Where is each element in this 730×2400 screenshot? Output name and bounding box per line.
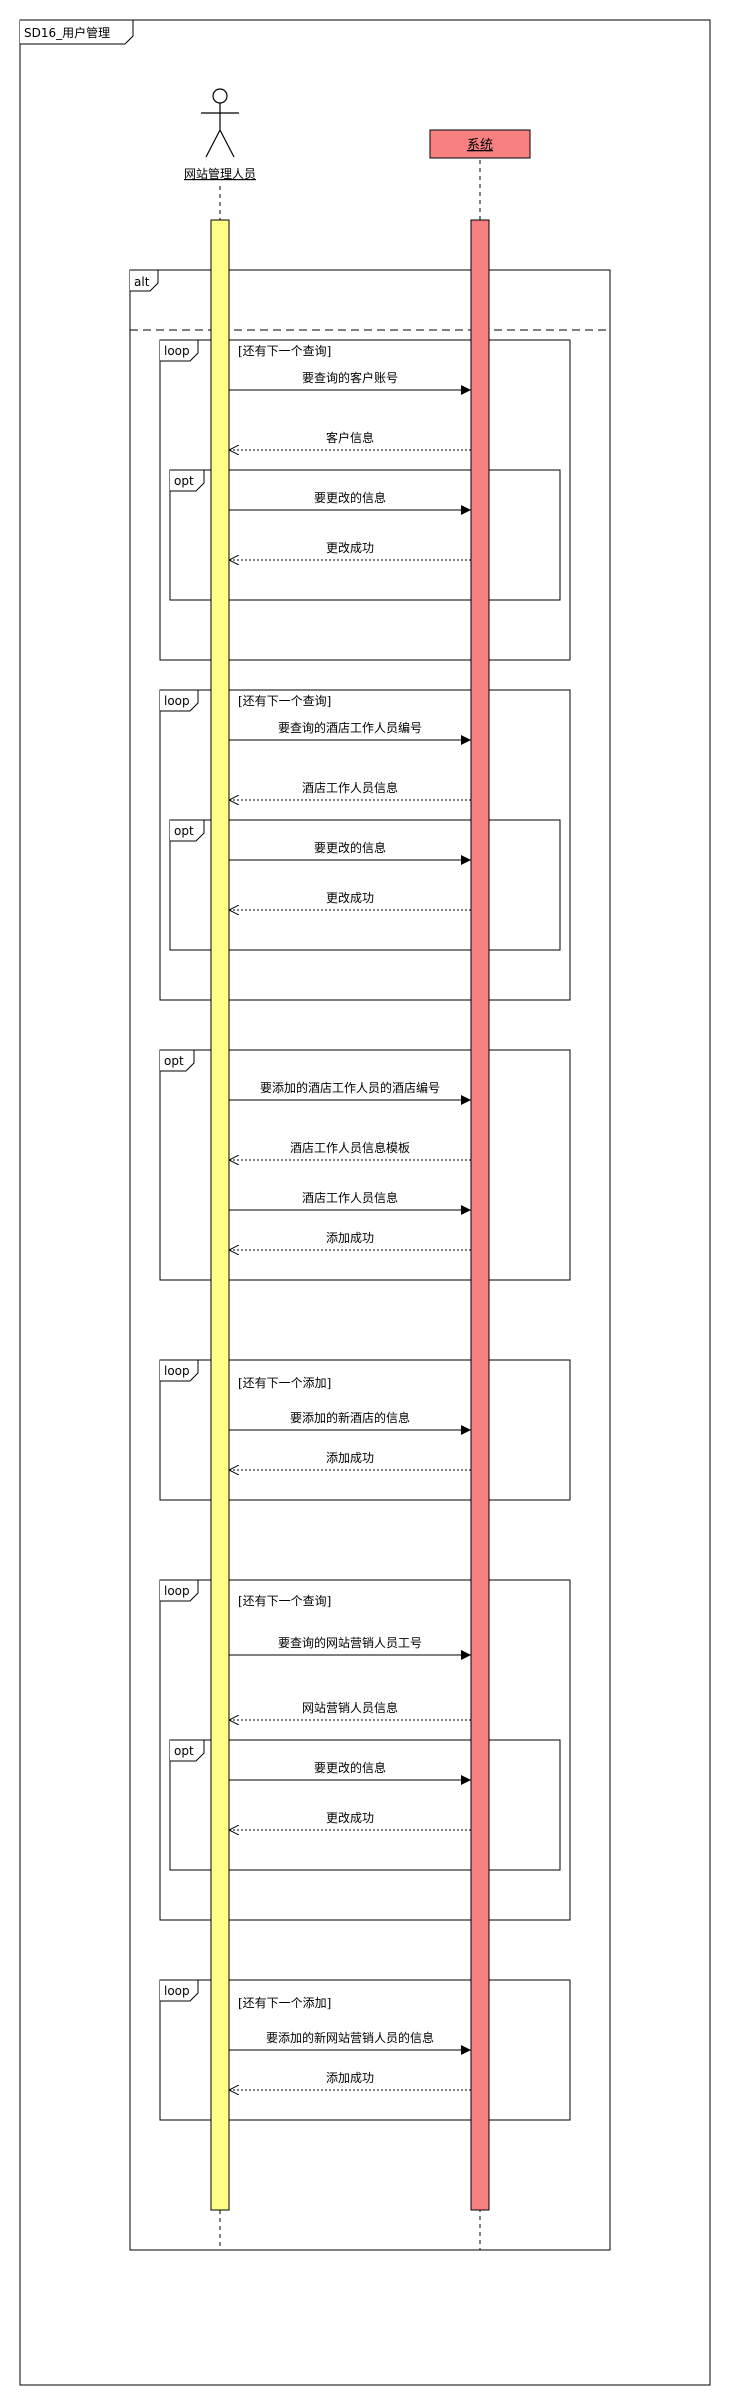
call-message-14: 要查询的网站营销人员工号 xyxy=(229,1635,471,1660)
system-box xyxy=(429,129,531,159)
call-message-16: 要更改的信息 xyxy=(229,1760,471,1785)
return-message-13: 添加成功 xyxy=(229,1451,471,1470)
loop-label: loop xyxy=(164,1584,190,1598)
fragment-1-inner-opt: opt xyxy=(169,469,561,601)
loop-label: loop xyxy=(164,1364,190,1378)
actor-activation-bar xyxy=(210,219,230,2211)
guard-condition: [还有下一个查询] xyxy=(238,694,331,708)
actor-stick-figure-icon xyxy=(201,88,239,158)
return-message-7: 更改成功 xyxy=(229,891,471,910)
message-label: 要更改的信息 xyxy=(314,840,386,855)
message-label: 要查询的酒店工作人员编号 xyxy=(278,720,422,735)
fragment-1-loop: loop [还有下一个查询] xyxy=(159,339,571,661)
message-label: 要查询的网站营销人员工号 xyxy=(278,1635,422,1650)
alt-label: alt xyxy=(134,275,150,289)
call-message-8: 要添加的酒店工作人员的酒店编号 xyxy=(229,1080,471,1105)
loop-label: loop xyxy=(164,694,190,708)
message-label: 要添加的新酒店的信息 xyxy=(290,1410,410,1425)
message-label: 添加成功 xyxy=(326,2071,374,2085)
fragment-2-loop: loop [还有下一个查询] xyxy=(159,689,571,1001)
guard-condition: [还有下一个添加] xyxy=(238,1996,331,2010)
call-message-10: 酒店工作人员信息 xyxy=(229,1190,471,1215)
message-label: 酒店工作人员信息 xyxy=(302,1190,398,1205)
message-label: 客户信息 xyxy=(326,430,374,445)
guard-condition: [还有下一个查询] xyxy=(238,344,331,358)
message-label: 更改成功 xyxy=(326,1811,374,1825)
opt-label: opt xyxy=(174,474,194,488)
return-message-5: 酒店工作人员信息 xyxy=(229,780,471,800)
system-activation-bar xyxy=(470,219,490,2211)
actor-label: 网站管理人员 xyxy=(184,166,256,181)
return-message-9: 酒店工作人员信息模板 xyxy=(229,1140,471,1160)
frame-title: SD16_用户管理 xyxy=(24,25,110,40)
message-label: 要添加的新网站营销人员的信息 xyxy=(266,2030,434,2045)
message-label: 添加成功 xyxy=(326,1231,374,1245)
guard-condition: [还有下一个查询] xyxy=(238,1594,331,1608)
message-label: 酒店工作人员信息模板 xyxy=(290,1140,410,1155)
alt-fragment: alt xyxy=(129,269,611,2251)
return-message-3: 更改成功 xyxy=(229,541,471,560)
message-label: 要更改的信息 xyxy=(314,490,386,505)
call-message-6: 要更改的信息 xyxy=(229,840,471,865)
guard-condition: [还有下一个添加] xyxy=(238,1376,331,1390)
message-label: 更改成功 xyxy=(326,541,374,555)
call-message-2: 要更改的信息 xyxy=(229,490,471,515)
message-label: 更改成功 xyxy=(326,891,374,905)
message-label: 添加成功 xyxy=(326,1451,374,1465)
participant-system[interactable]: 系统 xyxy=(429,129,531,159)
message-label: 要查询的客户账号 xyxy=(302,370,398,385)
message-label: 网站营销人员信息 xyxy=(302,1700,398,1715)
call-message-0: 要查询的客户账号 xyxy=(229,370,471,395)
fragment-3-opt: opt xyxy=(159,1049,571,1281)
opt-label: opt xyxy=(174,1744,194,1758)
diagram-frame: SD16_用户管理 xyxy=(19,19,711,2386)
fragment-6-loop: loop [还有下一个添加] xyxy=(159,1979,571,2121)
message-label: 酒店工作人员信息 xyxy=(302,780,398,795)
call-message-4: 要查询的酒店工作人员编号 xyxy=(229,720,471,745)
return-message-11: 添加成功 xyxy=(229,1231,471,1250)
fragment-4-loop: loop [还有下一个添加] xyxy=(159,1359,571,1501)
system-label: 系统 xyxy=(467,138,493,153)
fragment-5-inner-opt: opt xyxy=(169,1739,561,1871)
fragments-layer: loop [还有下一个查询] opt loop [还有下一个查询] opt opt loop [… xyxy=(159,339,571,2121)
return-message-1: 客户信息 xyxy=(229,430,471,450)
opt-label: opt xyxy=(164,1054,184,1068)
messages-layer: 要查询的客户账号客户信息要更改的信息更改成功要查询的酒店工作人员编号酒店工作人员… xyxy=(229,370,471,2090)
message-label: 要添加的酒店工作人员的酒店编号 xyxy=(260,1080,440,1095)
return-message-19: 添加成功 xyxy=(229,2071,471,2090)
call-message-18: 要添加的新网站营销人员的信息 xyxy=(229,2030,471,2055)
fragment-5-loop: loop [还有下一个查询] xyxy=(159,1579,571,1921)
opt-label: opt xyxy=(174,824,194,838)
message-label: 要更改的信息 xyxy=(314,1760,386,1775)
call-message-12: 要添加的新酒店的信息 xyxy=(229,1410,471,1435)
loop-label: loop xyxy=(164,344,190,358)
return-message-15: 网站营销人员信息 xyxy=(229,1700,471,1720)
fragment-2-inner-opt: opt xyxy=(169,819,561,951)
actor-admin[interactable]: 网站管理人员 xyxy=(184,88,256,181)
return-message-17: 更改成功 xyxy=(229,1811,471,1830)
loop-label: loop xyxy=(164,1984,190,1998)
